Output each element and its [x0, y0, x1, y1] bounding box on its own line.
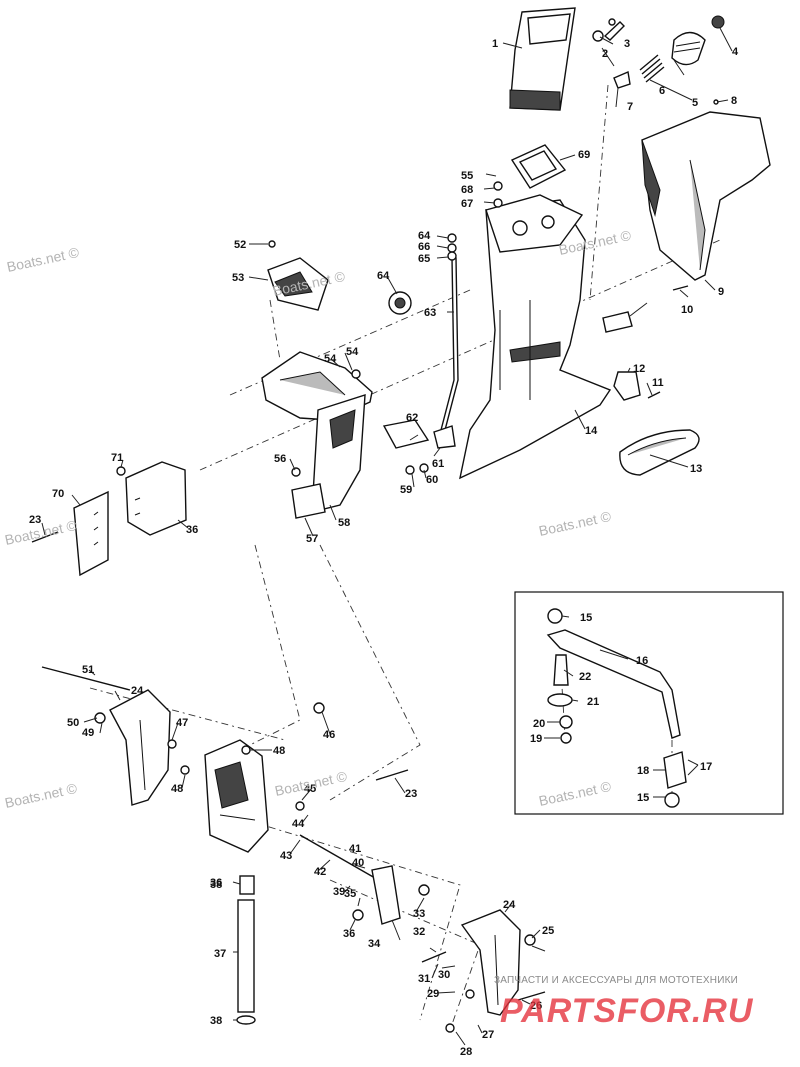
callout-64a: 64	[418, 230, 431, 242]
callout-59: 60	[426, 474, 438, 486]
watermark: Boats.net ©	[537, 508, 613, 539]
callout-16: 16	[636, 655, 648, 667]
callout-48b: 49	[82, 727, 94, 739]
callout-1: 1	[492, 38, 498, 50]
callout-26: 26	[530, 1000, 542, 1012]
callout-10: 10	[681, 304, 693, 316]
callout-53: 54	[324, 353, 337, 365]
callout-22: 22	[579, 671, 591, 683]
watermark: Boats.net ©	[3, 780, 79, 811]
brand-logo[interactable]: PARTSFOR.RU	[500, 992, 754, 1030]
callout-5: 5	[692, 97, 698, 109]
callout-13: 13	[690, 463, 702, 475]
callout-30: 30	[438, 969, 450, 981]
callout-21: 21	[587, 696, 599, 708]
callout-43: 43	[280, 850, 292, 862]
callout-65: 66	[418, 241, 430, 253]
callout-3: 3	[624, 38, 630, 50]
callout-9: 9	[718, 286, 724, 298]
callout-14: 14	[585, 425, 598, 437]
watermark: Boats.net ©	[5, 244, 81, 275]
callout-49: 50	[67, 717, 79, 729]
callout-64b: 65	[418, 253, 430, 265]
callout-4: 4	[732, 46, 739, 58]
callout-63: 64	[377, 270, 390, 282]
callout-50: 51	[82, 664, 94, 676]
callout-23b: 23	[405, 788, 417, 800]
callout-33: 33	[413, 908, 425, 920]
callout-numbers: 1 2 3 4 5 6 7 8 9 10 11 12 13 14 15 15 1…	[29, 38, 739, 1058]
callout-70: 71	[111, 452, 123, 464]
callout-25: 25	[542, 925, 554, 937]
callout-2: 2	[602, 48, 608, 60]
watermark: Boats.net ©	[537, 778, 613, 809]
callout-6: 6	[659, 85, 665, 97]
callout-62: 63	[424, 307, 436, 319]
callout-60: 61	[432, 458, 444, 470]
callout-61: 62	[406, 412, 418, 424]
callout-48a: 48	[171, 783, 183, 795]
callout-12: 12	[633, 363, 645, 375]
callout-7: 7	[627, 101, 633, 113]
callout-36c: 36	[210, 877, 222, 889]
brand-tagline: ЗАПЧАСТИ И АКСЕССУАРЫ ДЛЯ МОТОТЕХНИКИ	[494, 975, 739, 986]
callout-31: 31	[418, 973, 430, 985]
callout-11: 11	[652, 377, 664, 389]
callout-27: 27	[482, 1029, 494, 1041]
callout-24b: 24	[503, 899, 516, 911]
callout-66: 67	[461, 198, 473, 210]
callout-38b: 38	[210, 1015, 222, 1027]
callout-68: 69	[578, 149, 590, 161]
callout-58: 59	[400, 484, 412, 496]
callout-42: 42	[314, 866, 326, 878]
callout-47: 48	[273, 745, 285, 757]
callout-32: 32	[413, 926, 425, 938]
callout-54a: 54	[346, 346, 359, 358]
callout-36b: 36	[186, 524, 198, 536]
callout-45a: 45	[304, 783, 316, 795]
callout-67: 68	[461, 184, 473, 196]
callout-39: 39	[333, 886, 345, 898]
callout-35: 35	[344, 888, 356, 900]
assembly-guide-lines	[89, 84, 721, 1031]
callout-17: 17	[700, 761, 712, 773]
callout-28: 28	[460, 1046, 472, 1058]
callout-36a: 36	[343, 928, 355, 940]
callout-40: 40	[352, 857, 364, 869]
callout-69: 70	[52, 488, 64, 500]
callout-46b: 47	[176, 717, 188, 729]
callout-38a: 38	[210, 879, 222, 891]
callout-20: 20	[533, 718, 545, 730]
callout-55: 56	[274, 453, 286, 465]
callout-24a: 24	[131, 685, 144, 697]
callout-15a: 15	[580, 612, 592, 624]
callout-52: 53	[232, 272, 244, 284]
callout-34: 34	[368, 938, 381, 950]
callout-19: 19	[530, 733, 542, 745]
callout-37: 37	[214, 948, 226, 960]
callout-23a: 23	[29, 514, 41, 526]
callout-8: 8	[731, 95, 737, 107]
inset-frame	[514, 591, 784, 815]
callout-57: 58	[338, 517, 350, 529]
callout-44: 44	[292, 818, 305, 830]
callout-18: 18	[637, 765, 649, 777]
callout-54b: 55	[461, 170, 473, 182]
callout-41: 41	[349, 843, 361, 855]
parts-drawings	[31, 7, 771, 1033]
callout-51: 52	[234, 239, 246, 251]
callout-56: 57	[306, 533, 318, 545]
leader-lines	[41, 27, 733, 1046]
callout-46a: 46	[323, 729, 335, 741]
callout-29: 29	[427, 988, 439, 1000]
callout-15b: 15	[637, 792, 649, 804]
